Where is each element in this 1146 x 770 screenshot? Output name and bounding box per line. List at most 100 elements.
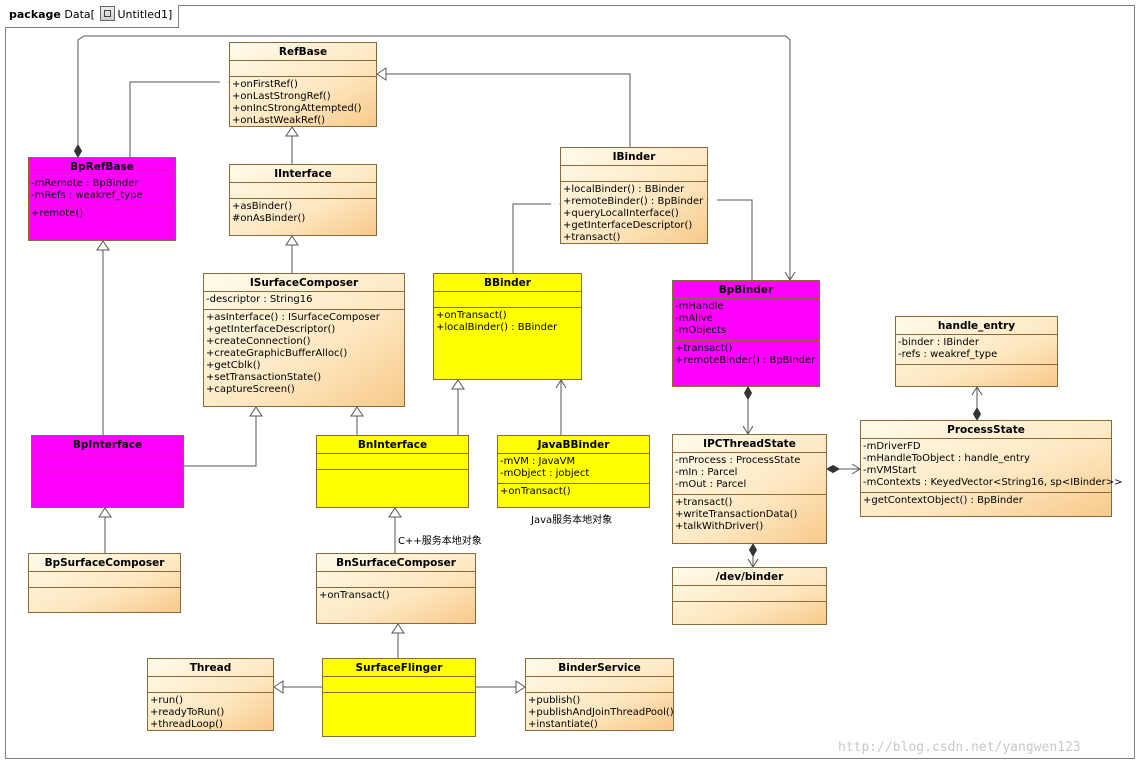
class-binderservice[interactable]: BinderService +publish()+publishAndJoinTh… <box>525 658 674 731</box>
operations-compartment: +onTransact() <box>317 587 475 605</box>
composition-diamond <box>73 144 83 158</box>
operation: +transact() <box>675 497 733 508</box>
class-name: BpRefBase <box>70 161 134 173</box>
class-bbinder[interactable]: BBinder +onTransact()+localBinder() : BBi… <box>433 273 582 380</box>
attributes-compartment: -binder : IBinder-refs : weakref_type <box>896 334 1057 364</box>
attribute: -mVM : JavaVM <box>500 456 576 467</box>
operation: +createGraphicBufferAlloc() <box>206 348 348 359</box>
class-name: handle_entry <box>937 320 1016 332</box>
operation: +onTransact() <box>436 310 507 321</box>
operation: +instantiate() <box>528 719 598 730</box>
class-surfaceflinger[interactable]: SurfaceFlinger <box>322 658 476 737</box>
class-dev-binder[interactable]: /dev/binder <box>672 567 827 625</box>
class-name: Thread <box>189 662 232 674</box>
class-bpinterface[interactable]: BpInterface <box>31 435 184 508</box>
class-name: BnInterface <box>357 439 428 451</box>
operations-compartment <box>317 469 468 485</box>
class-name: IPCThreadState <box>703 438 796 450</box>
operation: +localBinder() : BBinder <box>563 184 685 195</box>
class-bninterface[interactable]: BnInterface <box>316 435 469 508</box>
attributes-compartment: -mDriverFD-mHandleToObject : handle_entr… <box>861 438 1123 492</box>
edge-bpbinder-ibinder <box>717 199 753 280</box>
operation: +captureScreen() <box>206 384 295 395</box>
operation: +remoteBinder() : BpBinder <box>563 196 704 207</box>
attribute: -refs : weakref_type <box>898 349 998 360</box>
operation: #onAsBinder() <box>232 213 306 224</box>
generalization-arrow <box>273 680 284 694</box>
generalization-arrow <box>451 379 465 390</box>
composition-diamond <box>748 543 758 557</box>
operation: +getInterfaceDescriptor() <box>206 324 336 335</box>
package-tab[interactable]: package Data[ Untitled1] <box>5 5 180 28</box>
class-name: JavaBBinder <box>537 439 610 451</box>
attributes-compartment <box>561 165 707 181</box>
attribute: -mContexts : KeyedVector<String16, sp<IB… <box>863 477 1123 488</box>
edge-ibinder-refbase <box>386 73 631 147</box>
navigable-arrow <box>971 386 983 396</box>
operations-compartment: +asInterface() : ISurfaceComposer+getInt… <box>204 309 404 399</box>
attribute: -mIn : Parcel <box>675 467 738 478</box>
class-name: SurfaceFlinger <box>355 662 443 674</box>
operation: +getInterfaceDescriptor() <box>563 220 693 231</box>
operation: +onLastWeakRef() <box>232 115 326 126</box>
operation: +asBinder() <box>232 201 293 212</box>
operation: +run() <box>150 695 183 706</box>
class-handle-entry[interactable]: handle_entry -binder : IBinder-refs : wea… <box>895 316 1058 387</box>
class-name: BpBinder <box>718 284 774 296</box>
operation: +talkWithDriver() <box>675 521 764 532</box>
class-thread[interactable]: Thread+run()+readyToRun()+threadLoop() <box>147 658 274 731</box>
class-iinterface[interactable]: IInterface +asBinder()#onAsBinder() <box>229 164 377 236</box>
operations-compartment: +asBinder()#onAsBinder() <box>230 198 376 228</box>
operation: +transact() <box>675 343 733 354</box>
class-ibinder[interactable]: IBinder+localBinder() : BBinder+remoteBi… <box>560 147 708 244</box>
attribute: -mHandle <box>675 301 724 312</box>
class-name: IInterface <box>274 168 332 180</box>
class-bnsurfacecomposer[interactable]: BnSurfaceComposer+onTransact() <box>316 553 476 624</box>
attributes-compartment: -mVM : JavaVM-mObject : jobject <box>498 453 649 483</box>
operations-compartment: +getContextObject() : BpBinder <box>861 492 1111 510</box>
class-bpsurfacecomposer[interactable]: BpSurfaceComposer <box>28 553 181 613</box>
class-bprefbase[interactable]: BpRefBase-mRemote : BpBinder-mRefs : wea… <box>28 157 176 241</box>
operations-compartment: +transact()+remoteBinder() : BpBinder <box>673 340 819 370</box>
operation: +onIncStrongAttempted() <box>232 103 362 114</box>
class-javabbinder[interactable]: JavaBBinder -mVM : JavaVM-mObject : jobje… <box>497 435 650 508</box>
composition-diamond <box>826 464 840 474</box>
operation: +readyToRun() <box>150 707 225 718</box>
class-isurfacecomposer[interactable]: ISurfaceComposer-descriptor : String16+a… <box>203 273 405 407</box>
class-refbase[interactable]: RefBase+onFirstRef()+onLastStrongRef()+o… <box>229 42 377 127</box>
class-name: /dev/binder <box>715 571 784 583</box>
operations-compartment: +onTransact()+localBinder() : BBinder <box>434 307 581 337</box>
class-name: BinderService <box>558 662 641 674</box>
operations-compartment <box>896 364 1057 380</box>
operations-compartment <box>29 587 180 603</box>
operation: +localBinder() : BBinder <box>436 322 558 333</box>
package-name: Data <box>64 8 91 21</box>
class-processstate[interactable]: ProcessState-mDriverFD-mHandleToObject :… <box>860 420 1123 517</box>
attribute: -mRefs : weakref_type <box>31 190 143 201</box>
class-bpbinder[interactable]: BpBinder-mHandle-mAlive-mObjects+transac… <box>672 280 820 387</box>
attributes-compartment: -mProcess : ProcessState-mIn : Parcel-mO… <box>673 452 826 494</box>
operations-compartment: +publish()+publishAndJoinThreadPool()+in… <box>526 692 674 734</box>
edge-bprefbase-refbase <box>129 81 220 157</box>
generalization-arrow <box>96 240 110 251</box>
class-ipcthreadstate[interactable]: IPCThreadState -mProcess : ProcessState-m… <box>672 434 827 544</box>
generalization-arrow <box>515 680 526 694</box>
operation: +onFirstRef() <box>232 79 298 90</box>
operation: +getCblk() <box>206 360 261 371</box>
navigable-arrow <box>555 379 567 389</box>
operation: +createConnection() <box>206 336 311 347</box>
operation: +publishAndJoinThreadPool() <box>528 707 674 718</box>
attribute: -descriptor : String16 <box>206 294 313 305</box>
class-name: BBinder <box>484 277 531 289</box>
attribute: -mObject : jobject <box>500 468 590 479</box>
edge-bprefbase-bpbinder <box>77 35 791 280</box>
attributes-compartment: -mHandle-mAlive-mObjects <box>673 298 819 340</box>
diagram-name: Untitled1 <box>117 8 168 21</box>
attribute: -mProcess : ProcessState <box>675 455 801 466</box>
attributes-compartment <box>434 291 581 307</box>
operations-compartment: +localBinder() : BBinder+remoteBinder() … <box>561 181 707 247</box>
class-diagram-icon <box>100 6 116 21</box>
attributes-compartment <box>230 182 376 198</box>
package-keyword: package <box>9 8 61 21</box>
